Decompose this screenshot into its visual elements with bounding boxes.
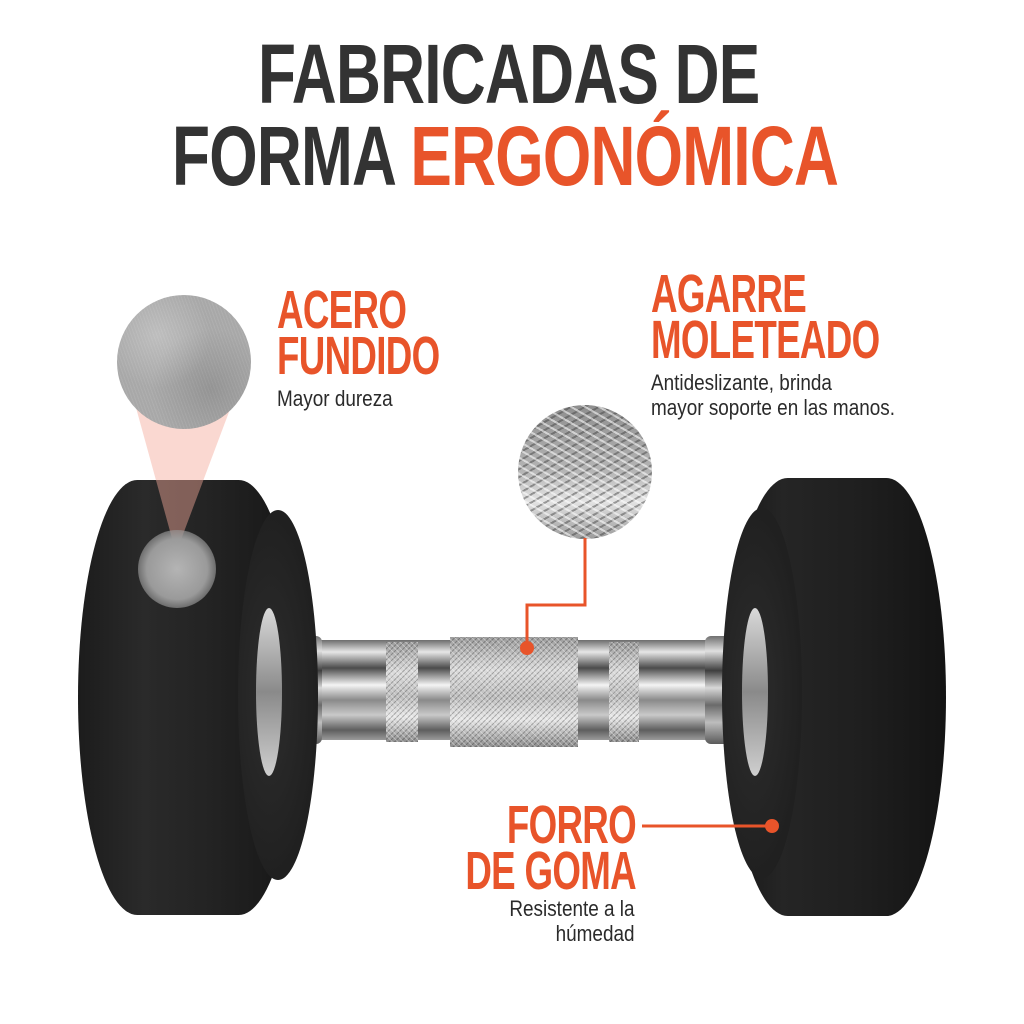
grip-description-line-1: Antideslizante, brinda bbox=[651, 370, 832, 395]
title-ergonomica: ERGONÓMICA bbox=[410, 109, 839, 203]
title-line-2: FORMA ERGONÓMICA bbox=[172, 114, 839, 198]
rubber-description-line-1: Resistente a la bbox=[509, 896, 635, 921]
knurl-band-left bbox=[386, 642, 418, 742]
rubber-description-line-2: húmedad bbox=[556, 921, 635, 946]
grip-heading: AGARRE MOLETEADO bbox=[651, 264, 880, 370]
steel-heading: ACERO FUNDIDO bbox=[277, 280, 440, 386]
steel-description: Mayor dureza bbox=[277, 386, 393, 411]
title-line-1: FABRICADAS DE bbox=[258, 27, 760, 121]
right-hub bbox=[742, 608, 768, 776]
grip-heading-line-1: AGARRE bbox=[651, 264, 807, 324]
steel-highlight-spot bbox=[138, 530, 216, 608]
rubber-heading-line-1: FORRO bbox=[506, 795, 637, 855]
steel-heading-line-2: FUNDIDO bbox=[277, 326, 440, 386]
grip-description-line-2: mayor soporte en las manos. bbox=[651, 395, 895, 420]
title-forma: FORMA bbox=[172, 109, 395, 203]
grip-description: Antideslizante, brinda mayor soporte en … bbox=[651, 370, 895, 420]
left-hub bbox=[256, 608, 282, 776]
knurl-zoom-circle-icon bbox=[518, 405, 652, 539]
rubber-heading-line-2: DE GOMA bbox=[465, 841, 636, 901]
steel-zoom-circle-icon bbox=[117, 295, 251, 429]
rubber-description: Resistente a la húmedad bbox=[510, 896, 635, 946]
steel-heading-line-1: ACERO bbox=[277, 280, 407, 340]
rubber-heading: FORRO DE GOMA bbox=[465, 795, 637, 901]
knurl-band-right bbox=[609, 642, 639, 742]
knurl-band-center bbox=[450, 637, 578, 747]
grip-heading-line-2: MOLETEADO bbox=[651, 310, 880, 370]
